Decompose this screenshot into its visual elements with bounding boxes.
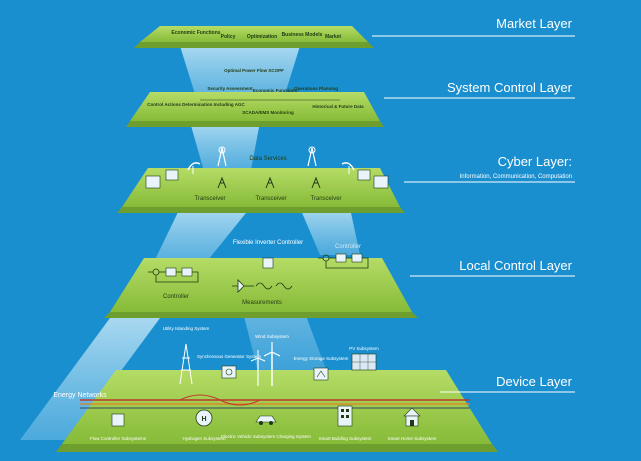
device-electric-vehicle: Electric Vehicle Subsystem Charging Syst… xyxy=(221,434,311,439)
radio-mast-icon xyxy=(217,146,227,167)
device-wind-subsystem: Wind Subsystem xyxy=(255,334,289,339)
local-control-layer: Flexible Inverter Controller Controller … xyxy=(104,240,418,318)
local-controller-right-label: Controller xyxy=(335,244,361,250)
hydrogen-icon: H xyxy=(195,409,213,427)
solar-panel-icon xyxy=(351,353,377,371)
device-energy-storage: Energy Storage Subsystem xyxy=(294,356,349,361)
local-measurements-label: Measurements xyxy=(242,300,282,306)
cyber-layer-title: Cyber Layer: xyxy=(498,154,572,169)
local-control-layer-label: Local Control Layer xyxy=(410,258,575,277)
system-item-operations: Operations Planning xyxy=(294,86,338,91)
system-item-control-actions: Control Actions Determination Including … xyxy=(147,102,245,107)
local-controller-left-label: Controller xyxy=(163,294,189,300)
market-item-business-models: Business Models xyxy=(282,32,323,38)
cyber-transceiver-2: Transceiver xyxy=(255,196,286,202)
market-layer-label: Market Layer xyxy=(372,16,575,37)
device-synchronous-generator: Synchronous Generator System xyxy=(197,354,261,359)
system-item-historical: Historical & Future Data xyxy=(312,104,364,109)
local-control-layer-title: Local Control Layer xyxy=(459,258,572,273)
system-control-layer-title: System Control Layer xyxy=(447,80,573,95)
device-smart-home: Smart Home Subsystem xyxy=(388,436,437,441)
svg-text:H: H xyxy=(201,416,206,423)
beam-local-to-device-left xyxy=(20,318,160,440)
device-layer-title: Device Layer xyxy=(496,374,573,389)
control-block-diagram-right xyxy=(318,253,369,269)
beam-cyber-to-local-left xyxy=(150,208,250,270)
device-platform xyxy=(62,370,492,444)
device-platform-edge xyxy=(56,444,498,452)
wind-turbine-icon xyxy=(250,350,266,386)
generator-icon xyxy=(221,365,237,379)
cyber-platform-edge xyxy=(117,207,405,213)
cyber-layer-label: Cyber Layer: Information, Communication,… xyxy=(404,154,575,183)
cyber-transceiver-1: Transceiver xyxy=(194,196,225,202)
device-layer-label: Device Layer xyxy=(440,374,575,393)
device-hydrogen: Hydrogen Subsystem xyxy=(182,436,225,441)
system-item-scada: SCADA/EMS Monitoring xyxy=(242,110,294,115)
wind-turbine-icon xyxy=(263,342,281,386)
server-rack-icon xyxy=(165,169,179,181)
building-icon xyxy=(337,405,353,427)
market-layer: Economic Functions Policy Optimization B… xyxy=(134,26,374,48)
system-item-security: Security Assessment xyxy=(207,86,253,91)
satellite-dish-icon xyxy=(341,162,355,174)
market-platform xyxy=(140,26,368,42)
market-item-market: Market xyxy=(325,34,341,40)
device-utility-islanding: Utility Islanding System xyxy=(163,326,210,331)
system-control-layer-label: System Control Layer xyxy=(384,80,575,99)
system-platform xyxy=(130,92,380,121)
local-flexible-inverter: Flexible Inverter Controller xyxy=(233,240,303,246)
server-rack-icon xyxy=(357,169,371,181)
market-item-optimization: Optimization xyxy=(247,34,277,40)
tower-icon xyxy=(217,176,227,189)
market-layer-title: Market Layer xyxy=(496,16,573,31)
transmission-tower-icon xyxy=(179,343,193,385)
market-platform-edge xyxy=(134,42,374,48)
flow-controller-icon xyxy=(111,413,125,427)
satellite-dish-icon xyxy=(187,162,201,174)
inverter-icon xyxy=(262,257,274,269)
electric-vehicle-icon xyxy=(255,415,277,425)
system-item-opf: Optimal Power Flow SCOPF xyxy=(224,68,284,73)
tower-icon xyxy=(265,176,275,189)
cyber-transceiver-3: Transceiver xyxy=(310,196,341,202)
local-platform-edge xyxy=(104,312,418,318)
energy-network-line xyxy=(179,394,261,406)
system-control-layer: Optimal Power Flow SCOPF Security Assess… xyxy=(126,68,384,127)
cyber-data-services: Data Services xyxy=(249,156,286,162)
tower-icon xyxy=(311,176,321,189)
cyber-layer-subtitle: Information, Communication, Computation xyxy=(460,174,572,180)
measurement-signal-icon xyxy=(232,279,293,293)
cyber-platform xyxy=(122,168,400,207)
radio-mast-icon xyxy=(307,146,317,167)
cyber-layer: Data Services Transceiver xyxy=(117,146,405,213)
device-energy-networks: Energy Networks xyxy=(53,392,107,399)
device-pv-subsystem: PV Subsystem xyxy=(349,346,379,351)
system-item-economic: Economic Functions xyxy=(253,88,298,93)
battery-storage-icon xyxy=(313,367,329,381)
market-item-policy: Policy xyxy=(221,34,236,40)
device-layer: Energy Networks Utility Islanding System… xyxy=(53,326,498,452)
house-icon xyxy=(403,407,421,427)
system-platform-edge xyxy=(126,121,384,127)
beam-cyber-to-local-right xyxy=(300,208,360,255)
control-block-diagram-left xyxy=(148,267,199,283)
market-item-economic-functions: Economic Functions xyxy=(171,30,220,36)
server-rack-icon xyxy=(373,175,389,189)
device-flow-controller: Flow Controller Subsystems xyxy=(90,436,147,441)
device-smart-building: Smart Building Subsystem xyxy=(319,436,372,441)
server-rack-icon xyxy=(145,175,161,189)
